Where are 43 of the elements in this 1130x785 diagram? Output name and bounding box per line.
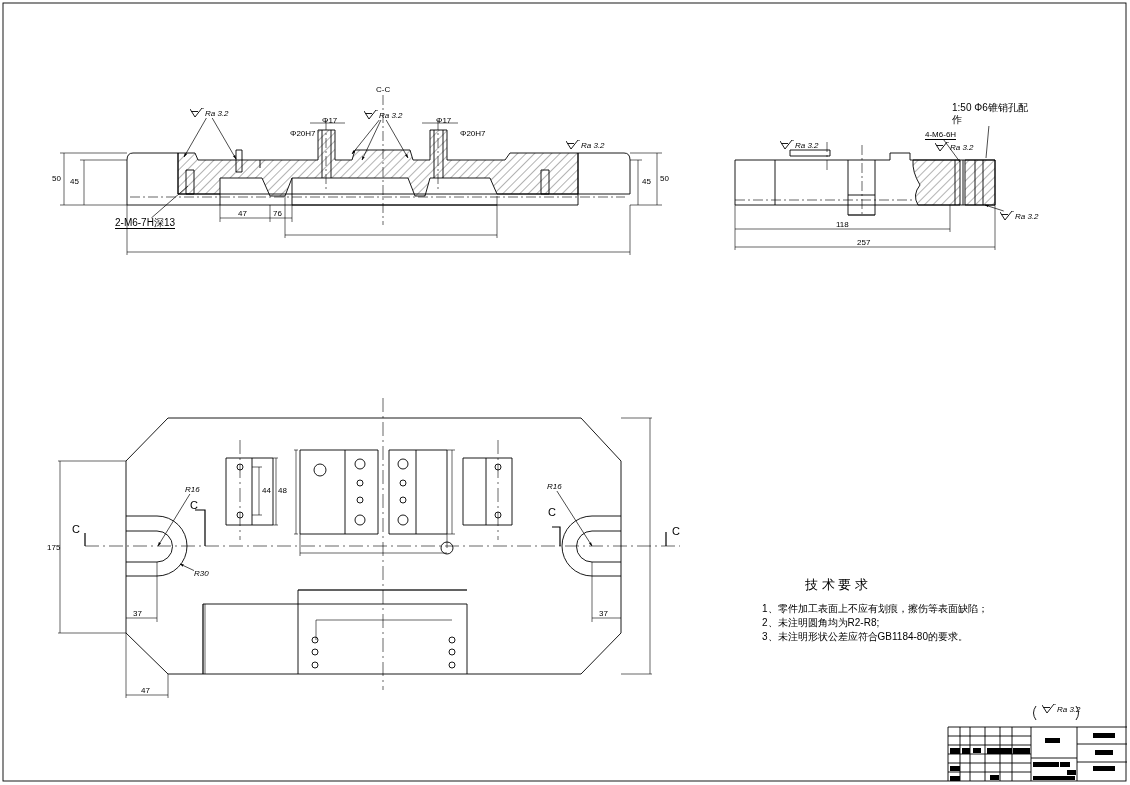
radius-label: R30 <box>194 570 209 578</box>
section-mark: C <box>672 526 680 537</box>
dimension-value: Φ20H7 <box>290 130 316 138</box>
dimension-value: 44 <box>262 487 271 495</box>
dimension-value: 47 <box>238 210 247 218</box>
section-mark: C <box>548 507 556 518</box>
callout-text: 2-M6-7H深13 <box>115 218 176 229</box>
section-mark: C <box>72 524 80 535</box>
heading: 技 术 要 求 <box>805 578 868 591</box>
dimension-value: 257 <box>857 239 871 247</box>
radius-label: R16 <box>185 486 200 494</box>
note-text: 1、零件加工表面上不应有划痕，擦伤等表面缺陷； <box>762 604 988 614</box>
callout-text: 1:50 Φ6锥销孔配作 <box>952 102 1028 126</box>
dimension-value: Φ17 <box>322 117 338 125</box>
dimension-value: 37 <box>599 610 608 618</box>
dimension-value: 175 <box>47 544 61 552</box>
roughness-value: Ra 3.2 <box>581 142 605 150</box>
dimension-value: 45 <box>70 178 79 186</box>
leader-line <box>943 139 961 163</box>
dimension-value: 45 <box>642 178 651 186</box>
dimension-value: Φ20H7 <box>460 130 486 138</box>
roughness-value: Ra 3.2 <box>795 142 819 150</box>
dimension-value: 37 <box>133 610 142 618</box>
roughness-value: Ra 3.2 <box>950 144 974 152</box>
callout-text: 4-M6-6H <box>925 131 957 140</box>
dimension-value: 50 <box>660 175 669 183</box>
dimension-value: 50 <box>52 175 61 183</box>
leader-line <box>985 125 990 159</box>
dimension-value: Φ17 <box>436 117 452 125</box>
dimension-value: 76 <box>273 210 282 218</box>
roughness-value: Ra 3.2 <box>1015 213 1039 221</box>
radius-label: R16 <box>547 483 562 491</box>
dimension-value: 47 <box>141 687 150 695</box>
roughness-value: Ra 3.2 <box>205 110 229 118</box>
note-text: 2、未注明圆角均为R2-R8; <box>762 618 880 628</box>
roughness-value: Ra 3.2 <box>1057 706 1081 714</box>
section-label: C-C <box>376 86 391 94</box>
roughness-value: Ra 3.2 <box>379 112 403 120</box>
leader-line <box>150 185 189 219</box>
dimension-value: 118 <box>836 221 849 229</box>
dimension-value: 48 <box>278 487 287 495</box>
section-mark: C <box>190 500 198 511</box>
note-text: 3、未注明形状公差应符合GB1184-80的要求。 <box>762 632 968 642</box>
